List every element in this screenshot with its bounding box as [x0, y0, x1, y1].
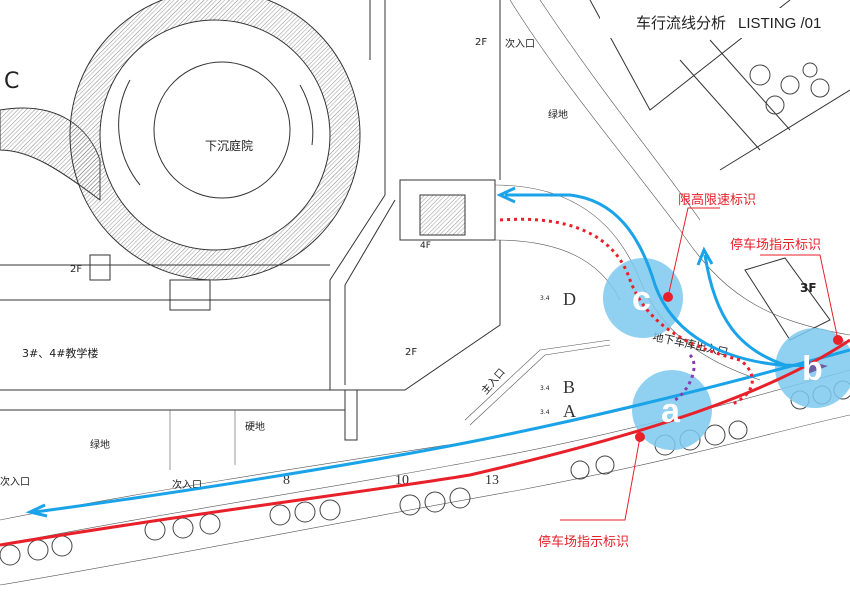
block-c-label: C — [4, 69, 19, 94]
annotations: 限高限速标识 停车场指示标识 停车场指示标识 — [538, 192, 843, 550]
vehicle-arrow-b — [805, 360, 828, 375]
trees-top — [749, 62, 830, 115]
sunken-court-label: 下沉庭院 — [205, 138, 253, 153]
title-en: LISTING /01 — [738, 15, 821, 32]
parking-sign-label-bottom: 停车场指示标识 — [538, 534, 629, 550]
marker-a: a — [661, 392, 681, 430]
floor-2f-left: 2F — [70, 264, 82, 275]
secondary-entrance-left: 次入口 — [0, 475, 30, 488]
title-cn: 车行流线分析 — [636, 14, 726, 32]
gate-d: D — [563, 289, 576, 309]
hard-ground-label: 硬地 — [245, 420, 265, 433]
leader-a — [560, 436, 641, 521]
vehicle-route-blue-up — [703, 254, 786, 367]
vehicle-route-red-main — [0, 338, 850, 547]
title-bg — [600, 8, 840, 38]
routes — [0, 186, 850, 547]
floor-4f: 4F — [420, 241, 431, 251]
building-outlines: 2F 2F 2F 4F 3#、4#教学楼 — [0, 0, 501, 441]
road-number-8: 8 — [283, 473, 290, 488]
vehicle-arrow-left — [25, 503, 48, 518]
gate-b-dim: 3.4 — [540, 385, 550, 392]
road-number-13: 13 — [485, 473, 499, 488]
secondary-entrance-top: 次入口 — [505, 37, 535, 50]
vehicle-arrow-up — [696, 246, 714, 266]
marker-c: c — [632, 280, 651, 318]
underground-route-dotted-2 — [674, 353, 696, 402]
gate-b: B — [563, 377, 575, 397]
green-label-bottom: 绿地 — [90, 438, 110, 451]
gate-d-dim: 3.4 — [540, 295, 550, 302]
vehicle-arrow-garage — [496, 186, 516, 204]
parking-sign-label-top: 停车场指示标识 — [730, 237, 821, 253]
vehicle-route-blue-main — [34, 348, 850, 514]
street-trees — [0, 380, 850, 566]
main-entrance-label: 主入口 — [479, 366, 507, 397]
gate-a-dim: 3.4 — [540, 409, 550, 416]
marker-b: b — [802, 350, 823, 388]
vehicle-route-blue-garage — [505, 193, 821, 368]
marker-c-bubble — [603, 258, 683, 338]
green-label-top: 绿地 — [548, 108, 568, 121]
marker-a-bubble — [632, 370, 712, 450]
sunken-court-ring: 下沉庭院 C — [0, 0, 361, 281]
gate-a: A — [563, 401, 576, 421]
floor-3f: 3F — [800, 281, 817, 295]
floor-2f-top: 2F — [475, 37, 487, 48]
leader-c — [667, 207, 720, 298]
height-speed-sign-label: 限高限速标识 — [678, 192, 756, 208]
floor-2f-right: 2F — [405, 347, 417, 358]
underground-route-dotted — [499, 217, 754, 407]
teaching-building-label: 3#、4#教学楼 — [22, 346, 98, 360]
leader-b — [760, 254, 839, 341]
